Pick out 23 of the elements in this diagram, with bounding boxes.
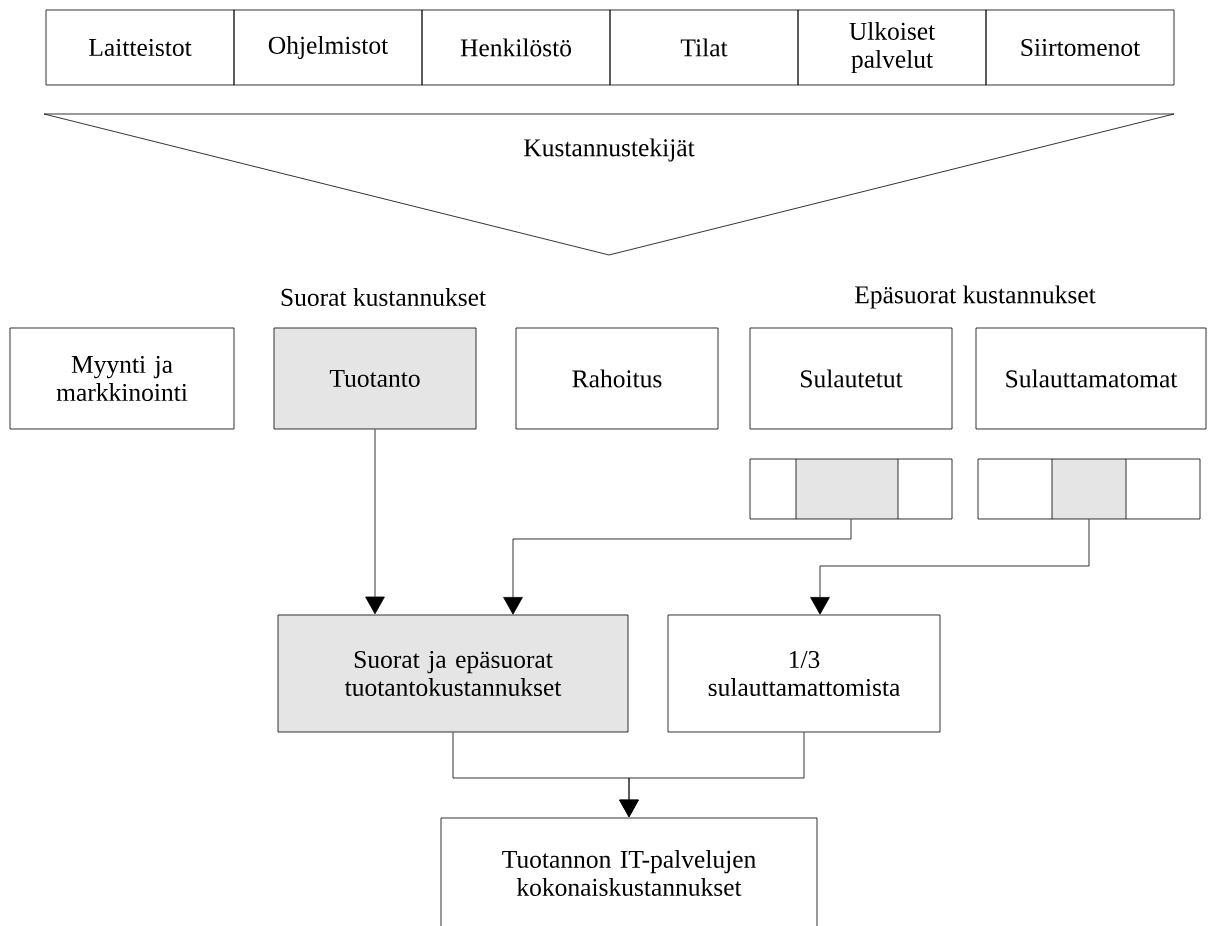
process-box: Tuotannon IT-palvelujen kokonaiskustannukset [440, 817, 818, 926]
process-box: 1/3 sulauttamattomista [667, 614, 941, 733]
table-cell: Henkilöstö [421, 9, 611, 86]
table-cell: Ulkoiset palvelut [797, 9, 987, 86]
arrow [503, 519, 852, 615]
funnel-triangle: Kustannustekijät [43, 113, 1175, 256]
process-box: Rahoitus [515, 327, 719, 430]
group-heading: Suorat kustannukset [281, 288, 486, 306]
group-heading: Epäsuorat kustannukset [855, 285, 1096, 309]
process-box: Tuotanto [273, 327, 477, 430]
segmented-bar [749, 458, 953, 520]
table-cell: Siirtomenot [985, 9, 1175, 86]
table-cell: Ohjelmistot [233, 9, 423, 86]
table-cell: Laitteistot [45, 9, 235, 86]
arrow [619, 732, 805, 818]
process-box: Sulauttamatomat [975, 327, 1207, 430]
table-cell: Tilat [609, 9, 799, 86]
process-box: Myynti ja markkinointi [9, 327, 235, 430]
process-box: Sulautetut [749, 327, 953, 430]
arrow [365, 429, 385, 615]
process-box: Suorat ja epäsuorat tuotantokustannukset [277, 614, 629, 733]
arrow [810, 519, 1090, 615]
segmented-bar [977, 458, 1201, 520]
